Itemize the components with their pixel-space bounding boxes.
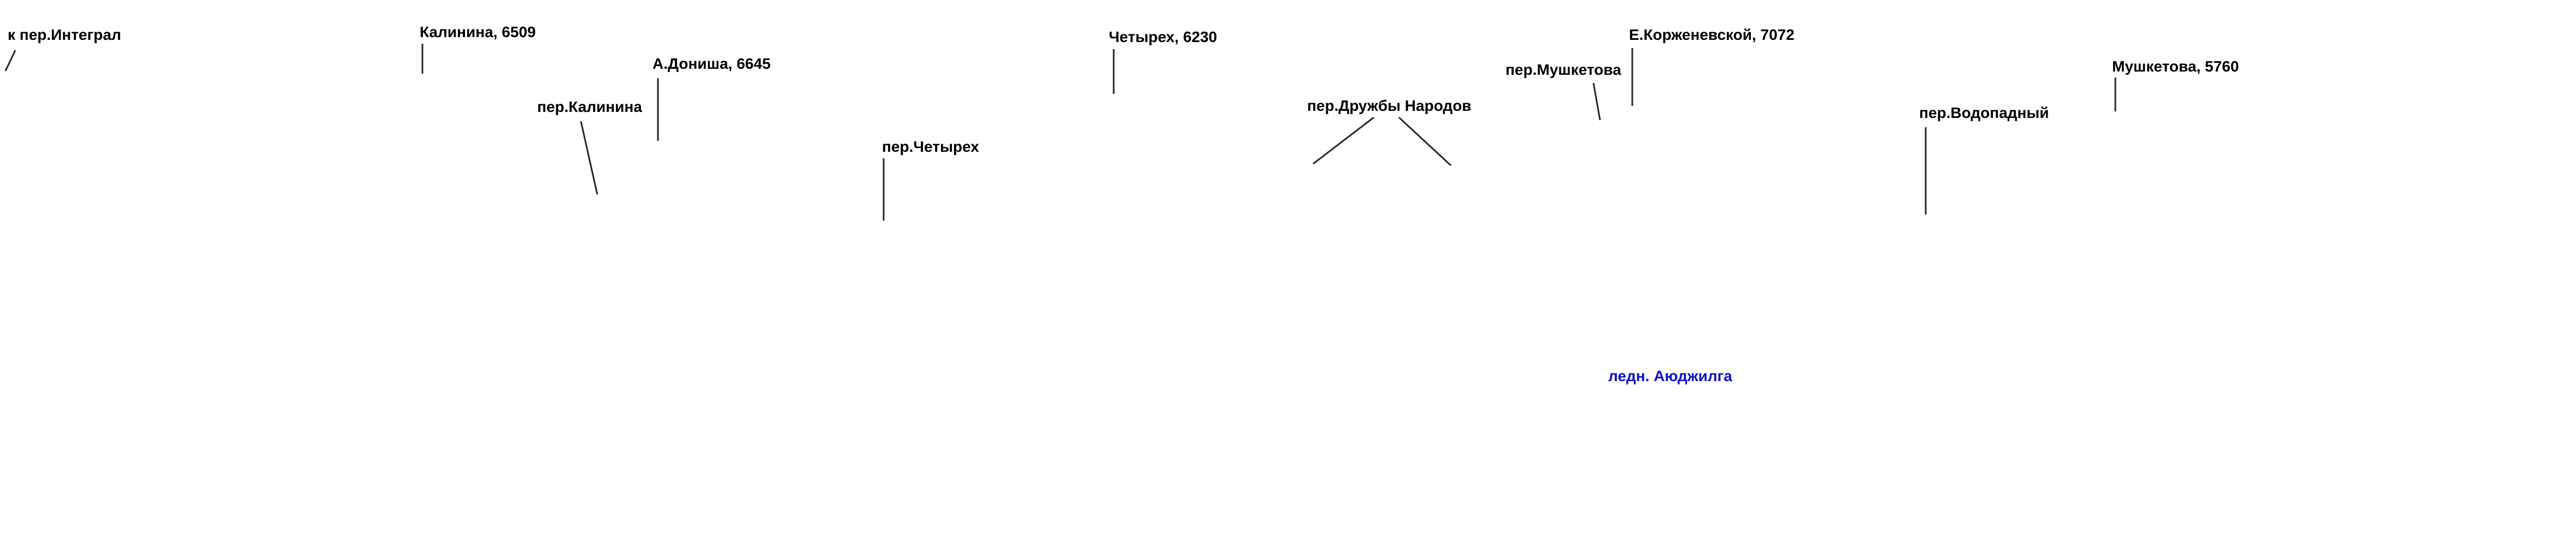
label-kalinina-pass: пер.Калинина: [537, 98, 642, 115]
leader-kalinina-pass: [580, 121, 598, 195]
leader-mushketova-pass: [1592, 82, 1601, 121]
label-integral: к пер.Интеграл: [8, 26, 121, 43]
label-chetyreh-peak: Четырех, 6230: [1109, 28, 1218, 45]
leader-integral: [4, 50, 16, 72]
label-donisha-peak: А.Дониша, 6645: [652, 55, 771, 72]
label-mushketova-peak: Мушкетова, 5760: [2112, 58, 2239, 75]
leader-druzhby-left: [1313, 116, 1374, 165]
label-druzhby-pass: пер.Дружбы Народов: [1307, 97, 1472, 114]
label-kalinina-peak: Калинина, 6509: [420, 23, 536, 40]
label-korzhenevskoy-peak: Е.Корженевской, 7072: [1629, 26, 1795, 43]
label-vodopadny-pass: пер.Водопадный: [1919, 104, 2049, 121]
label-glacier: ледн. Аюджилга: [1608, 367, 1732, 384]
label-mushketova-pass: пер.Мушкетова: [1505, 61, 1621, 78]
label-chetyreh-pass: пер.Четырех: [882, 138, 979, 155]
leader-druzhby-right: [1398, 116, 1452, 167]
